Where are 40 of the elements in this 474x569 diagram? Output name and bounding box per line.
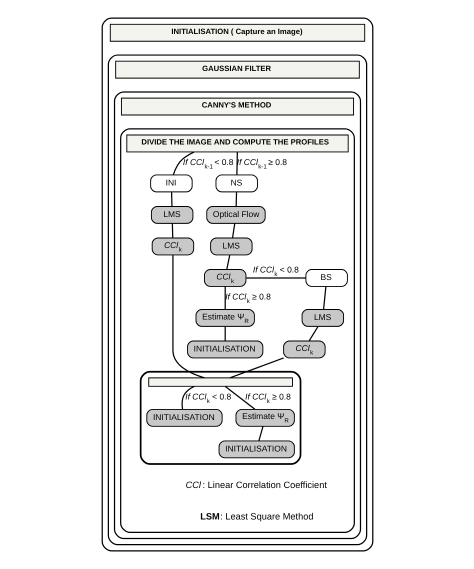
connector <box>172 255 204 378</box>
connector <box>224 386 255 410</box>
connector <box>322 286 326 310</box>
connector <box>236 152 238 175</box>
edge-label: If CCl$_{k-1}$ < 0.8 <box>182 156 233 170</box>
node-box: INI <box>150 174 192 192</box>
connector <box>245 277 306 279</box>
connector <box>224 286 226 310</box>
edge-label: If CCl$_{k-1}$ ≥ 0.8 <box>236 156 286 170</box>
node-box: CCl$_{k}$ <box>203 269 246 287</box>
connector <box>258 426 264 442</box>
node-box: LMS <box>210 238 252 256</box>
node-box: CCl$_{k}$ <box>151 238 194 256</box>
node-box: BS <box>304 269 348 287</box>
node-box: LMS <box>301 309 344 327</box>
connector <box>231 224 235 238</box>
connector <box>226 254 230 270</box>
edge-label: If CCl$_{k}$ < 0.8 <box>252 264 298 278</box>
node-box: INITIALISATION <box>186 340 263 358</box>
node-box: INITIALISATION <box>218 440 294 458</box>
connector <box>172 151 194 176</box>
node-box: Estimate Ψ$_{R}$ <box>195 309 254 327</box>
node-box: INITIALISATION <box>146 408 222 427</box>
label: CCl: Linear Correlation Coefficient <box>185 480 326 490</box>
edge-label: If CCl$_{k}$ < 0.8 <box>184 391 231 405</box>
node-box: Estimate Ψ$_{R}$ <box>235 408 294 427</box>
node-box: LMS <box>150 206 193 224</box>
connector <box>224 326 226 341</box>
connector <box>308 326 318 342</box>
connector <box>229 357 284 378</box>
edge-label: If CCl$_{k}$ ≥ 0.8 <box>244 391 290 405</box>
node-box: Optical Flow <box>206 206 266 224</box>
cluster <box>139 370 301 465</box>
label: LSM: Least Square Method <box>200 511 313 522</box>
node-box: CCl$_{k}$ <box>282 340 326 358</box>
connector <box>171 224 173 238</box>
connector <box>170 192 172 206</box>
connector <box>181 386 194 410</box>
connector <box>235 192 237 206</box>
node-box: NS <box>215 174 258 192</box>
